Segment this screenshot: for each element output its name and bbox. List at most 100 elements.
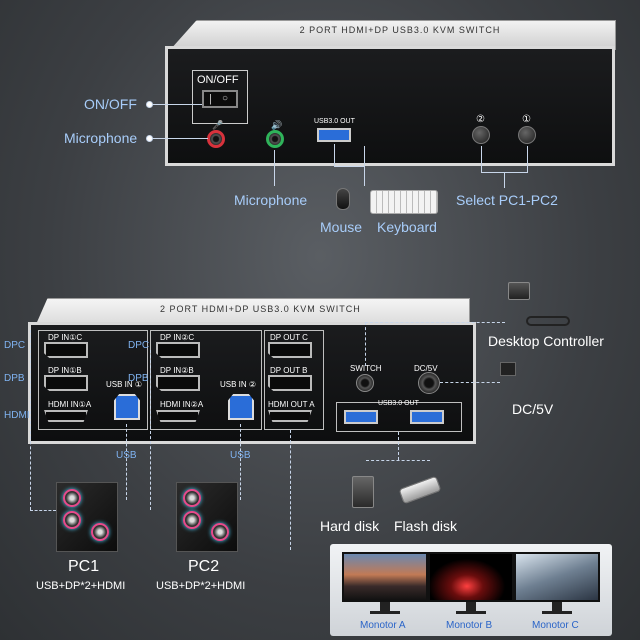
speaker-icon: 🔊 xyxy=(271,120,283,130)
fan-icon xyxy=(183,489,201,507)
mic-left-callout-line xyxy=(148,138,208,139)
keyboard-callout: Keyboard xyxy=(377,219,437,235)
controller-dashed-h xyxy=(365,322,505,323)
power-adapter-icon xyxy=(500,362,516,376)
usb-out-group xyxy=(336,402,462,432)
pc2-dashed-leader xyxy=(150,350,151,510)
dc-dashed-h xyxy=(440,382,500,383)
dc-power-jack[interactable] xyxy=(418,372,440,394)
monitor-b-stand xyxy=(466,602,476,612)
back-device-rear-panel xyxy=(28,322,476,444)
select-pc-callout: Select PC1-PC2 xyxy=(456,192,558,208)
pc1-spec: USB+DP*2+HDMI xyxy=(36,580,126,592)
pc1-button-label: ① xyxy=(522,114,531,125)
top-usb-port[interactable] xyxy=(317,128,351,142)
monitor-c-stand xyxy=(552,602,562,612)
switch-jack-label: SWITCH xyxy=(350,364,382,373)
top-device-header: 2 PORT HDMI+DP USB3.0 KVM SWITCH xyxy=(299,25,501,35)
pc1-hdmi-a-port[interactable] xyxy=(44,410,88,422)
monitor-b-base xyxy=(456,611,486,614)
pc2-dp-b-port[interactable] xyxy=(156,375,200,391)
mouse-icon xyxy=(336,188,350,210)
fan-icon xyxy=(211,523,229,541)
pc2-usb-b-port[interactable] xyxy=(228,394,254,420)
on-off-callout: ON/OFF xyxy=(84,96,137,112)
mic-bottom-callout-line xyxy=(274,150,275,186)
switch-jack[interactable] xyxy=(356,374,374,392)
fan-icon xyxy=(63,489,81,507)
rear-usb-port-2[interactable] xyxy=(410,410,444,424)
out-hdmi-label: HDMI OUT A xyxy=(268,400,315,409)
usb-hline xyxy=(334,166,364,167)
pc2-dp-c-port[interactable] xyxy=(156,342,200,358)
pc1-name: PC1 xyxy=(68,558,100,575)
usb-to-keyboard-line xyxy=(334,144,335,166)
monitor-b-label: Monotor B xyxy=(446,620,493,631)
side-label-dpb-mid: DPB xyxy=(128,373,149,384)
out-dp-c-port[interactable] xyxy=(268,342,312,358)
controller-dashed xyxy=(365,322,366,366)
monitor-c-screen xyxy=(514,552,600,602)
pc1-usb-b-port[interactable] xyxy=(114,394,140,420)
output-group xyxy=(264,330,324,430)
pc1-dpb-label: DP IN①B xyxy=(48,366,82,375)
microphone-icon: 🎤 xyxy=(212,120,224,130)
pc1-dp-c-port[interactable] xyxy=(44,342,88,358)
fan-icon xyxy=(183,511,201,529)
pc1-usb-label: USB IN ① xyxy=(106,380,143,389)
power-on-symbol: ○ xyxy=(222,93,229,104)
pc2-dpc-label: DP IN②C xyxy=(160,333,195,342)
monitor-b-screen xyxy=(428,552,514,602)
pc1-select-button[interactable] xyxy=(518,126,536,144)
usb-to-devices-line xyxy=(364,146,365,186)
fan-icon xyxy=(91,523,109,541)
pc1-input-group xyxy=(38,330,148,430)
microphone-jack[interactable] xyxy=(207,130,225,148)
flash-disk-callout: Flash disk xyxy=(394,518,458,534)
pc1-usb-tag: USB xyxy=(116,450,137,461)
microphone-left-callout: Microphone xyxy=(64,130,138,146)
power-switch[interactable]: | ○ xyxy=(202,90,238,108)
rear-usb-port-1[interactable] xyxy=(344,410,378,424)
on-off-callout-dot xyxy=(146,101,153,108)
back-device-header: 2 PORT HDMI+DP USB3.0 KVM SWITCH xyxy=(160,304,361,314)
desktop-controller-callout: Desktop Controller xyxy=(488,333,604,349)
microphone-bottom-callout: Microphone xyxy=(234,192,308,208)
top-usb-label: USB3.0 OUT xyxy=(314,118,355,125)
pc1-dp-b-port[interactable] xyxy=(44,375,88,391)
storage-dashed-h xyxy=(366,460,430,461)
pc2-select-button[interactable] xyxy=(472,126,490,144)
power-off-symbol: | xyxy=(209,93,212,105)
pc1-usb-dashed xyxy=(126,424,127,500)
power-switch-box xyxy=(192,70,248,124)
desktop-controller-icon xyxy=(508,282,530,300)
pc2-hdmi-label: HDMI IN②A xyxy=(160,400,204,409)
monitor-c-base xyxy=(542,611,572,614)
pc2-name: PC2 xyxy=(188,558,220,575)
monitor-a-stand xyxy=(380,602,390,612)
hard-disk-icon xyxy=(352,476,374,508)
select-callout-stem xyxy=(504,172,505,188)
out-dp-b-port[interactable] xyxy=(268,375,312,391)
pc1-tower xyxy=(56,482,118,552)
pc2-usb-tag: USB xyxy=(230,450,251,461)
pc2-hdmi-a-port[interactable] xyxy=(156,410,200,422)
monitor-c-label: Monotor C xyxy=(532,620,579,631)
monitor-a-label: Monotor A xyxy=(360,620,406,631)
on-off-callout-line xyxy=(148,104,202,105)
pc2-dpb-label: DP IN②B xyxy=(160,366,194,375)
select-callout-line-b xyxy=(527,146,528,172)
side-label-hdmi-left: HDMI xyxy=(4,410,30,421)
out-hdmi-a-port[interactable] xyxy=(268,410,312,422)
audio-jack[interactable] xyxy=(266,130,284,148)
hard-disk-callout: Hard disk xyxy=(320,518,380,534)
pc2-tower xyxy=(176,482,238,552)
fan-icon xyxy=(63,511,81,529)
keyboard-icon xyxy=(370,190,438,214)
side-label-dpc-left: DPC xyxy=(4,340,26,351)
desktop-controller-cable xyxy=(526,316,570,326)
monitor-a-screen xyxy=(342,552,428,602)
pc1-dashed-leader xyxy=(30,330,31,510)
usb-out-label: USB3.0 OUT xyxy=(378,400,419,407)
dc-callout: DC/5V xyxy=(512,401,554,417)
